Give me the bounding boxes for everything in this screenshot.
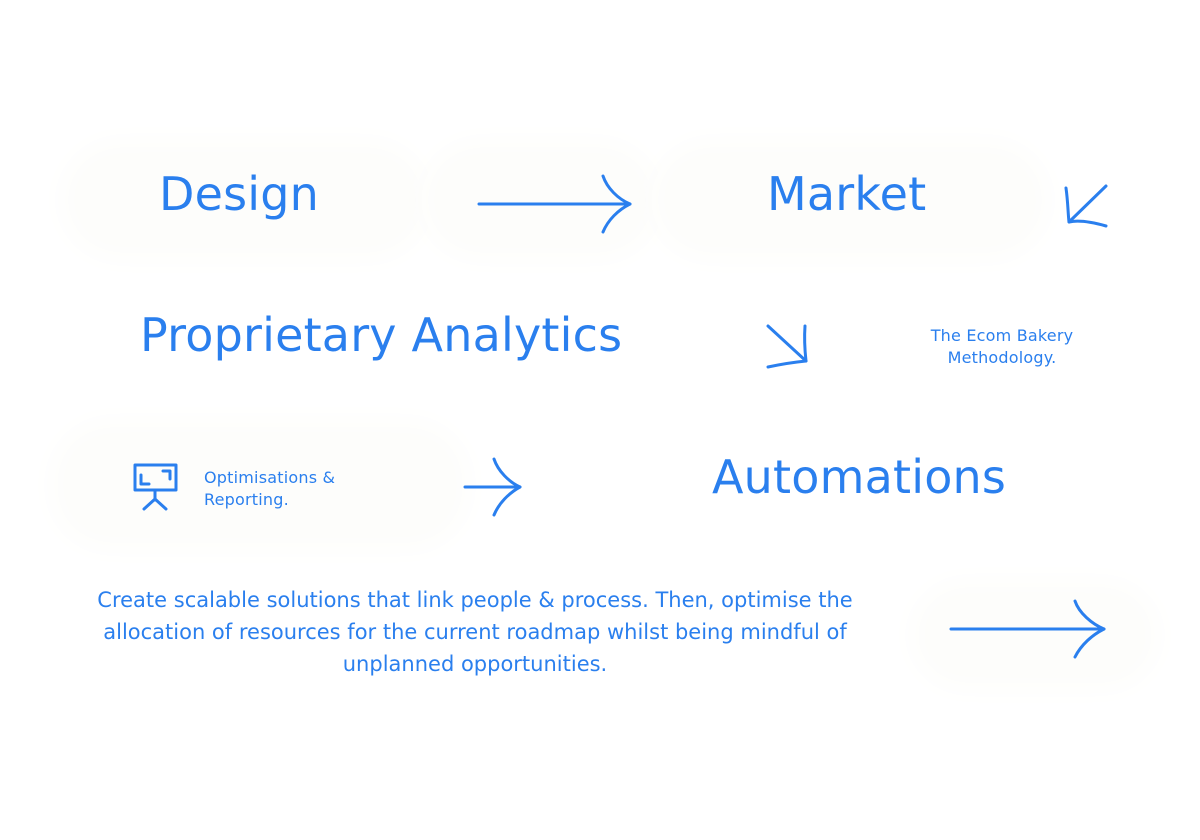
arrow-down-right-icon (766, 324, 808, 369)
arrow-down-left-icon (1064, 184, 1108, 228)
background-blob (70, 440, 450, 530)
step-design: Design (159, 167, 320, 221)
background-blob (80, 160, 410, 240)
methodology-caption: The Ecom Bakery Methodology. (912, 325, 1092, 369)
step-market: Market (767, 167, 927, 221)
arrow-right-icon (949, 599, 1106, 659)
step-automations: Automations (712, 450, 1007, 504)
methodology-line-1: The Ecom Bakery (930, 326, 1074, 345)
methodology-line-2: Methodology. (947, 348, 1057, 367)
arrow-right-icon (463, 457, 522, 517)
optimisations-line-2: Reporting. (204, 490, 289, 509)
background-blob (670, 160, 1030, 240)
methodology-description: Create scalable solutions that link peop… (97, 588, 853, 676)
background-blob (930, 600, 1140, 670)
optimisations-caption: Optimisations & Reporting. (204, 467, 335, 511)
optimisations-line-1: Optimisations & (204, 468, 336, 487)
step-proprietary-analytics: Proprietary Analytics (140, 308, 623, 362)
presentation-board-icon (133, 463, 178, 511)
arrow-right-icon (477, 174, 632, 234)
